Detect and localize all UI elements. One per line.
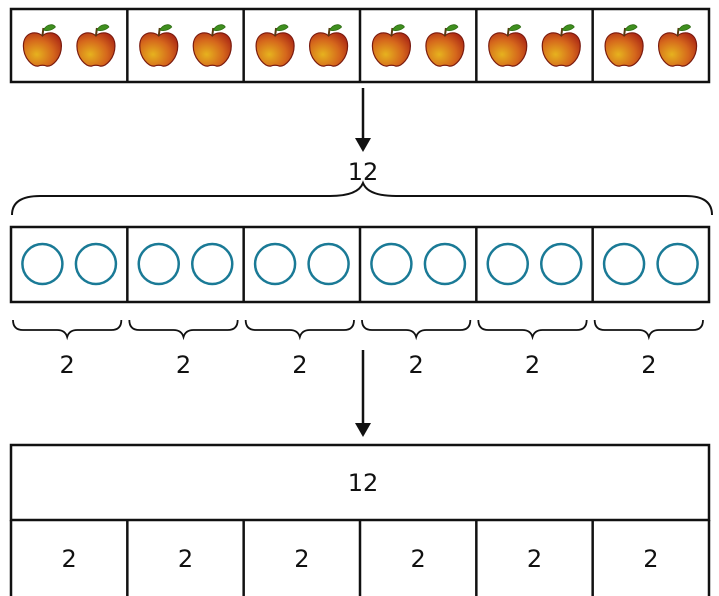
apple-icon [604, 24, 644, 67]
arrow-head-2 [355, 423, 371, 437]
group-brace [477, 319, 588, 341]
tape-part-label: 2 [643, 545, 658, 573]
tape-part-label: 2 [178, 545, 193, 573]
circle-icon [656, 242, 699, 286]
apple-icon [425, 24, 465, 67]
apple-icon [192, 24, 232, 67]
tape-part-label: 2 [294, 545, 309, 573]
tape-diagram: 12 2 2 2 2 2 2 [9, 443, 711, 596]
group-brace [361, 319, 472, 341]
circle-icon [253, 242, 297, 286]
tape-part-label: 2 [527, 545, 542, 573]
apple-icon [488, 24, 528, 67]
circle-icon [370, 242, 413, 286]
circle-icon [540, 242, 583, 286]
total-brace [11, 180, 713, 216]
apple-icon [76, 24, 116, 67]
group-label: 2 [292, 351, 307, 379]
apple-icon [308, 24, 349, 67]
group-label: 2 [525, 351, 540, 379]
apple-icon [22, 24, 63, 67]
tape-total-label: 12 [348, 469, 379, 497]
apple-icon [371, 24, 412, 67]
circle-icon [21, 242, 64, 286]
tape-part-label: 2 [62, 545, 77, 573]
apple-icon [255, 24, 295, 67]
group-label: 2 [60, 351, 75, 379]
apple-row [9, 7, 711, 84]
group-label: 2 [409, 351, 424, 379]
group-brace [12, 319, 123, 341]
circle-icon [307, 242, 350, 286]
group-braces: 2 2 2 2 2 2 [12, 319, 704, 379]
arrow-head-1 [355, 138, 371, 152]
circle-icon [191, 242, 234, 286]
group-brace [244, 319, 355, 341]
circle-row [9, 225, 711, 304]
tape-part-label: 2 [411, 545, 426, 573]
apple-icon [139, 24, 179, 67]
apple-icon [541, 24, 581, 67]
group-brace [128, 319, 239, 341]
circle-icon [486, 242, 529, 286]
circle-icon [137, 242, 180, 286]
circle-icon [423, 242, 467, 286]
group-label: 2 [641, 351, 656, 379]
circle-icon [602, 242, 646, 286]
apple-icon [657, 24, 698, 67]
group-label: 2 [176, 351, 191, 379]
group-brace [593, 319, 704, 341]
circle-icon [74, 242, 118, 286]
